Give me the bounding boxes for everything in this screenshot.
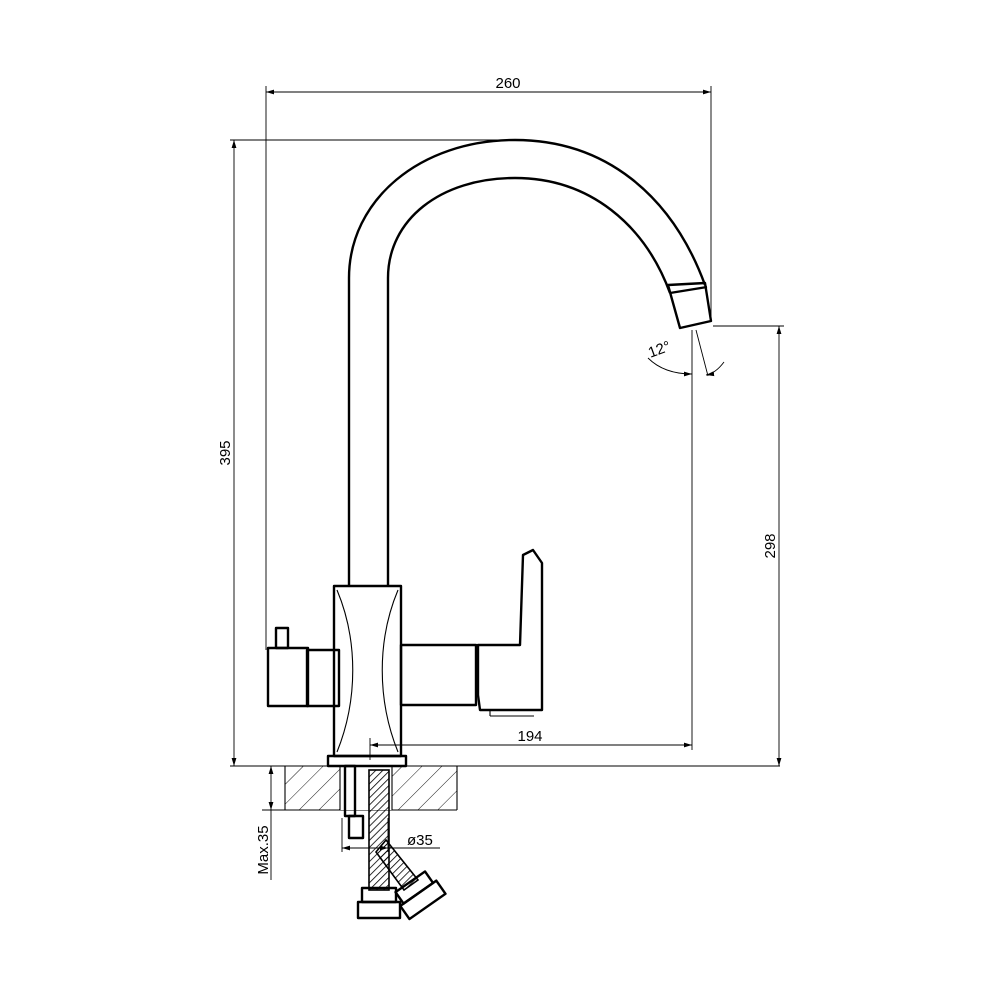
countertop [230,765,780,811]
max-thickness-label: Max.35 [255,825,272,874]
supply-hose [368,769,390,891]
spout-inner-edge [386,176,672,586]
hose-nut-2 [394,870,447,921]
mount-diameter-label: ø35 [407,832,433,849]
spout-outer-edge [347,138,707,586]
aerator [666,281,713,330]
dimension-height-total: 395 [217,139,512,766]
width-total-label: 260 [495,75,520,92]
dimension-spout-height: 298 [713,325,784,766]
dimension-spout-reach: 194 [369,330,693,760]
spout [347,138,713,586]
mixer-lever [399,548,544,717]
lever-handle [476,548,544,712]
mounting-parts [343,764,447,921]
dimension-mount-diameter: ø35 [341,818,440,852]
handle-pin [274,626,290,650]
dimension-width-total: 260 [265,75,712,650]
spout-height-label: 298 [762,533,779,558]
base-ring [326,754,408,768]
dimension-spout-angle: 12° [646,329,725,377]
dimension-max-thickness: Max.35 [255,766,290,880]
spout-angle-label: 12° [646,338,673,362]
filter-water-handle [266,626,341,708]
height-total-label: 395 [217,440,234,465]
spout-reach-label: 194 [517,728,542,745]
faucet-body [326,584,408,768]
